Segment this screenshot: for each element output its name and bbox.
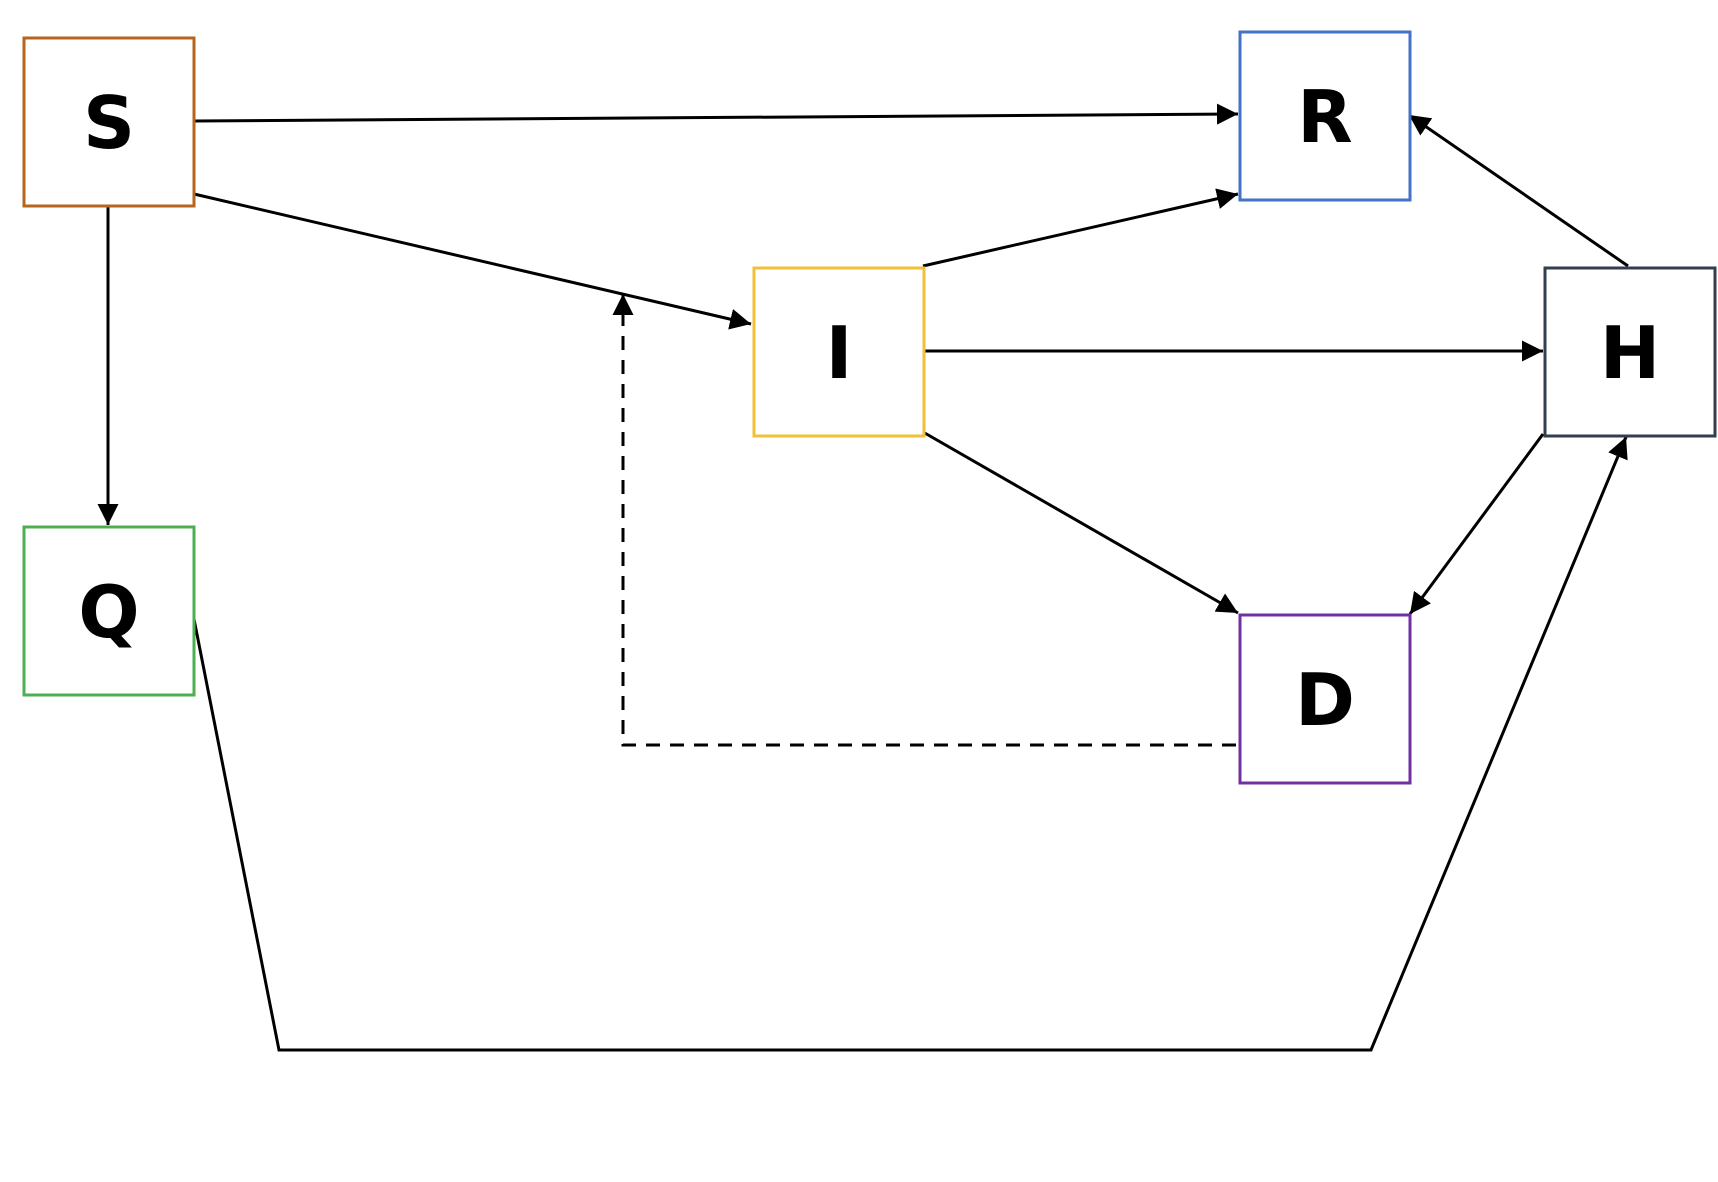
node-q: Q [22, 525, 196, 697]
edge-d-to-si-dashed [612, 294, 1236, 747]
edges [97, 103, 1629, 1052]
node-r: R [1238, 30, 1412, 202]
node-r-label: R [1297, 75, 1352, 159]
edge-h-to-d [1408, 433, 1545, 615]
edge-s-to-i [193, 192, 752, 330]
node-d: D [1238, 613, 1412, 785]
edge-s-to-r [193, 103, 1239, 125]
node-s: S [22, 36, 196, 208]
node-i-label: I [826, 311, 853, 395]
node-h-label: H [1600, 311, 1660, 395]
node-s-label: S [83, 81, 135, 165]
node-d-label: D [1295, 658, 1355, 742]
edge-i-to-r [922, 188, 1239, 268]
edge-i-to-d [922, 430, 1239, 615]
edge-q-to-h [191, 436, 1628, 1052]
node-h: H [1543, 266, 1717, 438]
edge-h-to-r [1408, 113, 1629, 268]
node-q-label: Q [78, 570, 139, 654]
node-i: I [752, 266, 926, 438]
